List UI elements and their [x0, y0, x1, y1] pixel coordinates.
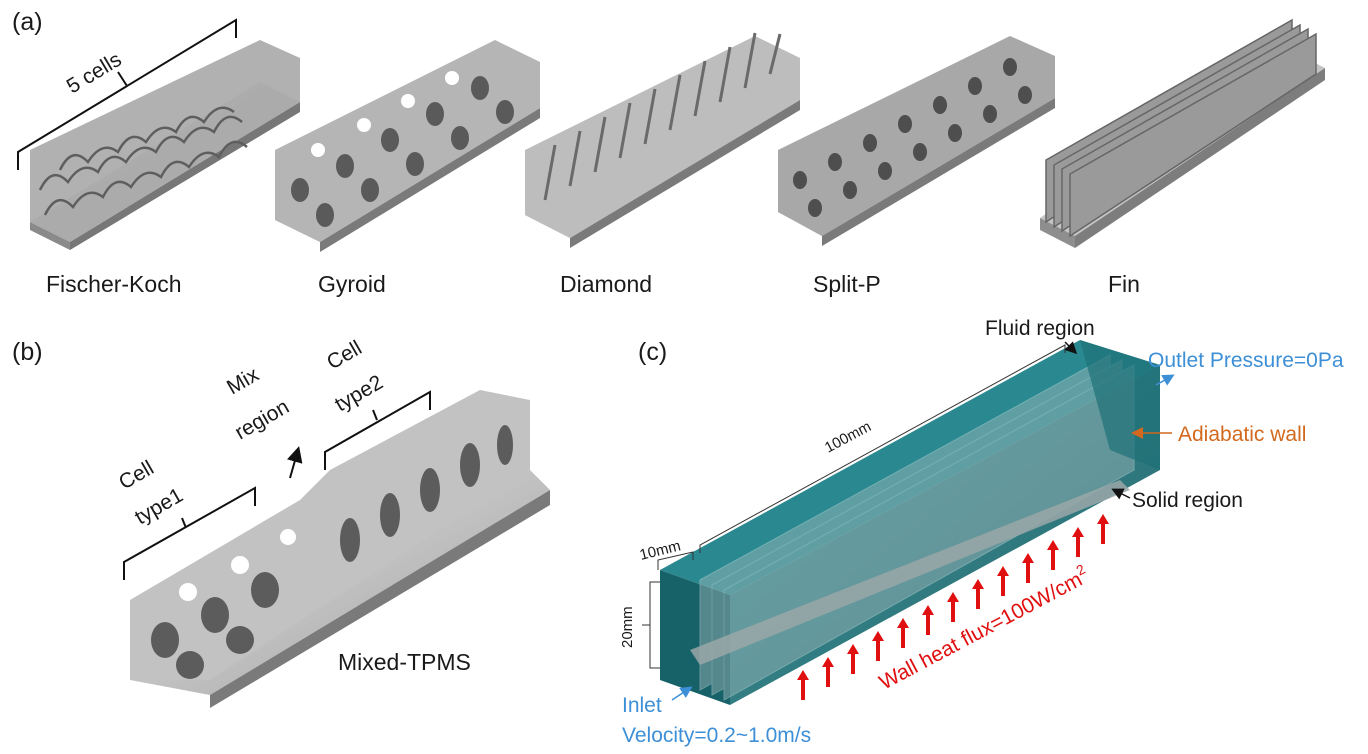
dim-length-text: 100mm — [822, 418, 874, 456]
dim-height-line — [642, 581, 660, 669]
caption-gyroid: Gyroid — [318, 271, 386, 297]
inlet-arrow — [671, 686, 693, 701]
heat-arrow — [947, 592, 959, 622]
caption-diamond: Diamond — [560, 271, 652, 297]
heat-arrow — [872, 631, 884, 661]
adiabatic-label: Adiabatic wall — [1178, 423, 1306, 446]
mix-region-line1: Mix — [223, 363, 263, 399]
outlet-label: Outlet Pressure=0Pa — [1148, 349, 1344, 372]
gyroid-model — [275, 40, 540, 252]
panel-b-label: (b) — [12, 338, 43, 366]
panel-c-label: (c) — [638, 338, 667, 366]
solid-region-label: Solid region — [1132, 489, 1243, 512]
caption-mixed-tpms: Mixed-TPMS — [338, 649, 471, 675]
heat-sink-domain — [660, 340, 1160, 705]
inlet-label: Inlet — [622, 694, 662, 717]
heat-arrow — [972, 579, 984, 609]
heat-arrow — [922, 605, 934, 635]
heat-arrow — [1072, 527, 1084, 557]
velocity-label: Velocity=0.2~1.0m/s — [622, 724, 811, 747]
fin-model — [1040, 18, 1325, 248]
heat-arrow — [1047, 540, 1059, 570]
five-cells-text: 5 cells — [63, 48, 126, 98]
outlet-arrow — [1155, 374, 1175, 386]
fischer-koch-model — [30, 40, 300, 250]
dim-width-line — [657, 551, 694, 570]
heat-arrow — [847, 644, 859, 674]
diamond-model — [525, 32, 800, 248]
mixed-tpms-model — [130, 390, 550, 708]
cell-type2-bracket — [324, 390, 431, 470]
caption-fischer-koch: Fischer-Koch — [46, 271, 181, 297]
caption-split-p: Split-P — [813, 271, 881, 297]
panel-a-label: (a) — [12, 8, 43, 36]
split-p-model — [778, 36, 1055, 246]
caption-fin: Fin — [1108, 271, 1140, 297]
mix-region-arrow — [287, 446, 303, 479]
fluid-region-label: Fluid region — [985, 317, 1095, 340]
cell-type2-line1: Cell — [323, 336, 366, 374]
cell-type2-line2: type2 — [331, 371, 387, 417]
cell-type1-line2: type1 — [131, 484, 187, 530]
heat-arrow — [997, 566, 1009, 596]
fluid-region-arrow — [1064, 341, 1078, 355]
five-cells-bracket — [17, 18, 237, 170]
heat-flux-arrows — [797, 514, 1109, 700]
heat-arrow — [797, 670, 809, 700]
heat-arrow — [897, 618, 909, 648]
cell-type1-bracket — [123, 486, 256, 580]
heat-arrow — [822, 657, 834, 687]
dim-height-text: 20mm — [619, 606, 636, 648]
solid-region-arrow — [1111, 488, 1131, 500]
cell-type1-line1: Cell — [115, 456, 158, 494]
heat-arrow — [1022, 553, 1034, 583]
mix-region-line2: region — [231, 395, 293, 444]
heat-arrow — [1097, 514, 1109, 544]
